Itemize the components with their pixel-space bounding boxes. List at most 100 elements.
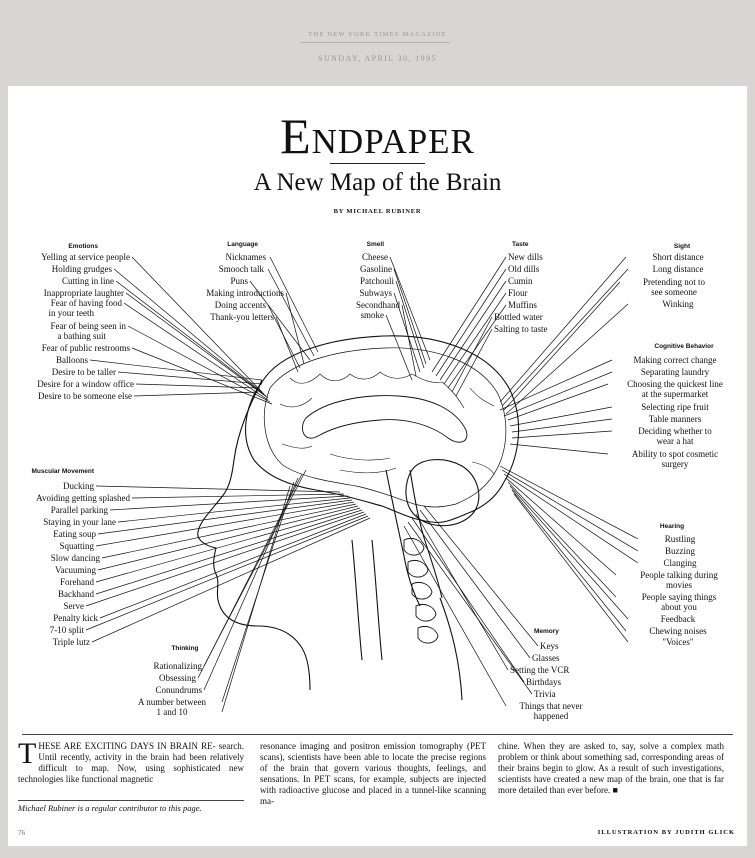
- emotions-item: a bathing suit: [57, 331, 107, 341]
- leader-line: [117, 497, 351, 523]
- thinking-heading: Thinking: [171, 645, 199, 652]
- leader-line: [423, 505, 539, 647]
- language-item: Nicknames: [225, 252, 267, 262]
- leader-line: [431, 256, 507, 373]
- leader-line: [447, 304, 507, 389]
- leader-line: [509, 443, 609, 455]
- emotions-item: Fear of being seen in: [50, 321, 126, 331]
- leader-line: [135, 383, 261, 389]
- leader-line: [511, 489, 627, 632]
- leader-line: [509, 406, 613, 427]
- leader-line: [499, 465, 639, 540]
- memory-item: Setting the VCR: [510, 665, 570, 675]
- language-item: Smooch talk: [218, 264, 264, 274]
- leader-line: [131, 493, 345, 499]
- leader-line: [89, 359, 263, 381]
- cognitive-item: Selecting ripe fruit: [641, 402, 709, 412]
- muscular-item: Parallel parking: [50, 505, 108, 515]
- language-item: Doing accents: [214, 300, 266, 310]
- thinking-item: A number between: [138, 697, 206, 707]
- body-column-3: chine. When they are asked to, say, solv…: [498, 741, 724, 795]
- leader-line: [101, 503, 357, 559]
- muscular-item: Slow dancing: [50, 553, 100, 563]
- leader-line: [133, 391, 259, 397]
- leader-line: [113, 268, 265, 395]
- leader-line: [131, 256, 263, 393]
- muscular-item: Squatting: [59, 541, 94, 551]
- author-bio: Michael Rubiner is a regular contributor…: [18, 800, 244, 813]
- leader-line: [95, 507, 361, 583]
- drop-cap: T: [18, 737, 37, 770]
- leader-line: [435, 268, 507, 377]
- memory-item: happened: [533, 711, 569, 721]
- sight-item: Winking: [662, 299, 694, 309]
- leader-line: [275, 316, 299, 373]
- emotions-item: in your teeth: [48, 308, 95, 318]
- cortex-inner: [263, 347, 507, 508]
- smell-item: Subways: [359, 288, 392, 298]
- leader-line: [415, 513, 509, 671]
- muscular-item: 7-10 split: [49, 625, 84, 635]
- leader-line: [411, 517, 525, 683]
- brain-folds: [279, 371, 495, 475]
- leader-line: [507, 481, 617, 598]
- taste-item: Bottled water: [494, 312, 543, 322]
- cognitive-item: wear a hat: [656, 436, 694, 446]
- cognitive-item: Making correct change: [633, 355, 717, 365]
- muscular-item: Eating soup: [53, 529, 96, 539]
- language-heading: Language: [227, 241, 258, 248]
- leader-line: [395, 280, 425, 369]
- taste-item: Salting to taste: [494, 324, 548, 334]
- muscular-item: Vacuuming: [55, 565, 96, 575]
- leader-line: [127, 325, 271, 403]
- page-number: 76: [18, 829, 25, 837]
- leader-line: [499, 256, 627, 403]
- spinal-column: [351, 539, 383, 661]
- memory-item: Keys: [540, 641, 559, 651]
- leader-line: [99, 513, 367, 619]
- muscular-item: Staying in your lane: [43, 517, 116, 527]
- leader-line: [513, 493, 629, 643]
- muscular-item: Backhand: [58, 589, 94, 599]
- taste-heading: Taste: [512, 241, 529, 248]
- cognitive-item: Table manners: [648, 414, 702, 424]
- leader-line: [95, 501, 355, 547]
- leader-line: [503, 473, 639, 564]
- leader-line: [511, 430, 613, 439]
- hearing-item: Feedback: [660, 614, 696, 624]
- body-top-rule: [22, 734, 733, 735]
- vertebrae: [403, 537, 439, 644]
- leader-line: [505, 303, 629, 415]
- leader-line: [95, 485, 341, 493]
- leader-line: [451, 316, 493, 393]
- emotions-item: Desire to be taller: [51, 367, 116, 377]
- taste-item: Cumin: [508, 276, 533, 286]
- thinking-item: Conundrums: [155, 685, 202, 695]
- sight-item: Long distance: [652, 264, 704, 274]
- issue-date: Sunday, April 30, 1995: [318, 54, 437, 63]
- body-column-2: resonance imaging and positron emission …: [260, 741, 486, 806]
- leader-line: [393, 268, 427, 365]
- smell-item: Cheese: [362, 252, 388, 262]
- hearing-heading: Hearing: [659, 523, 685, 530]
- leader-line: [511, 418, 613, 433]
- smell-item: smoke: [360, 310, 385, 320]
- leader-line: [503, 371, 613, 417]
- emotions-item: Fear of public restrooms: [41, 343, 130, 353]
- memory-item: Trivia: [534, 689, 556, 699]
- hearing-item: Clanging: [663, 558, 697, 568]
- leader-line: [499, 359, 613, 411]
- leader-line: [109, 495, 349, 511]
- illustration-credit: Illustration by Judith Glick: [597, 829, 735, 836]
- emotions-item: Cutting in line: [61, 276, 114, 286]
- hearing-item: People talking during: [640, 570, 718, 580]
- muscular-heading: Muscular Movement: [31, 468, 95, 475]
- emotions-item: Balloons: [55, 355, 88, 365]
- sight-item: Short distance: [652, 252, 704, 262]
- byline: By Michael Rubiner: [333, 208, 422, 215]
- thinking-item: 1 and 10: [156, 707, 188, 717]
- muscular-item: Triple lutz: [52, 637, 90, 647]
- emotions-item: Desire for a window office: [37, 379, 134, 389]
